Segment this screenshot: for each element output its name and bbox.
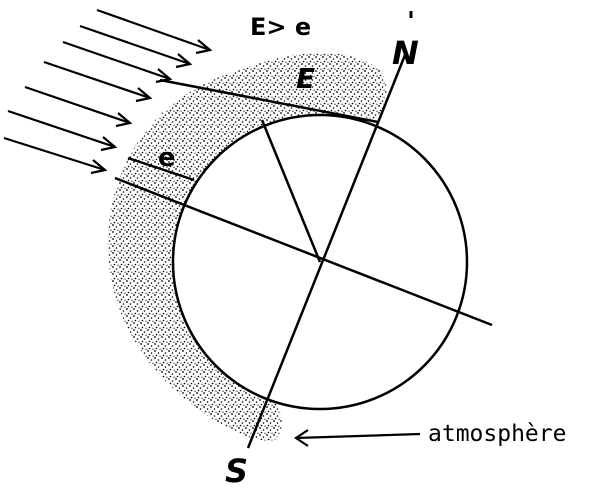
equator-line bbox=[114, 176, 493, 327]
short-path-label: e bbox=[158, 143, 176, 173]
sun-rays bbox=[3, 8, 213, 175]
sun-ray bbox=[24, 85, 133, 128]
sun-ray bbox=[7, 109, 118, 152]
south-label: S bbox=[225, 452, 248, 488]
north-prime-mark: ' bbox=[407, 7, 415, 37]
sun-ray bbox=[96, 8, 213, 55]
atmosphere-pointer-arrow bbox=[294, 429, 421, 447]
atmosphere-layer bbox=[107, 53, 387, 441]
comparison-label: E> e bbox=[250, 13, 311, 41]
atmosphere-label: atmosphère bbox=[428, 421, 566, 447]
rotation-axis bbox=[246, 54, 407, 449]
sun-ray bbox=[43, 60, 153, 103]
long-ray-path bbox=[159, 78, 379, 124]
sun-ray bbox=[79, 24, 193, 69]
short-ray-path bbox=[127, 156, 195, 182]
sun-ray bbox=[62, 40, 173, 84]
sun-ray bbox=[3, 136, 108, 175]
long-path-label: E bbox=[296, 62, 315, 95]
north-label: N bbox=[392, 34, 419, 72]
radius-line bbox=[260, 119, 322, 263]
